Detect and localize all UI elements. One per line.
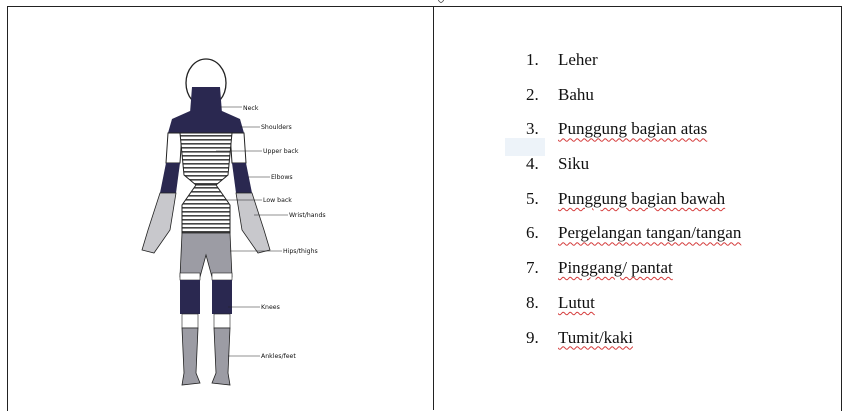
- table-divider: [433, 6, 434, 410]
- list-number: 4.: [526, 150, 558, 178]
- list-text: Leher: [558, 50, 598, 69]
- label-ankles-feet: Ankles/feet: [261, 353, 296, 360]
- list-item: 4.Siku: [526, 150, 741, 185]
- list-item: 8.Lutut: [526, 289, 741, 324]
- right-shin: [214, 314, 230, 328]
- list-item: 6.Pergelangan tangan/tangan: [526, 219, 741, 254]
- list-item: 9.Tumit/kaki: [526, 324, 741, 359]
- label-shoulders: Shoulders: [261, 124, 292, 131]
- label-knees: Knees: [261, 304, 280, 311]
- label-low-back: Low back: [263, 197, 292, 204]
- label-elbows: Elbows: [271, 174, 293, 181]
- left-elbow-region: [160, 163, 180, 193]
- low-back-region: [182, 185, 230, 233]
- label-hips-thighs: Hips/thighs: [283, 248, 318, 255]
- label-upper-back: Upper back: [263, 148, 299, 155]
- list-text: Bahu: [558, 85, 594, 104]
- list-number: 9.: [526, 324, 558, 352]
- upper-back-region: [180, 133, 232, 185]
- right-knee-region: [212, 280, 232, 314]
- right-foot-region: [212, 328, 230, 385]
- left-knee-region: [180, 280, 200, 314]
- hips-thighs-region: [180, 233, 232, 277]
- right-upper-arm: [230, 133, 246, 163]
- right-elbow-region: [232, 163, 252, 193]
- list-text: Lutut: [558, 293, 595, 312]
- caret-mark: [438, 0, 444, 3]
- list-item: 5.Punggung bagian bawah: [526, 185, 741, 220]
- left-foot-region: [182, 328, 200, 385]
- list-number: 6.: [526, 219, 558, 247]
- list-number: 5.: [526, 185, 558, 213]
- list-text: Pinggang/ pantat: [558, 258, 673, 277]
- list-item: 3.Punggung bagian atas: [526, 115, 741, 150]
- body-diagram: Neck Shoulders Upper back Elbows Low bac…: [112, 55, 347, 395]
- list-text: Tumit/kaki: [558, 328, 633, 347]
- list-number: 1.: [526, 46, 558, 74]
- label-neck: Neck: [243, 105, 259, 112]
- list-number: 8.: [526, 289, 558, 317]
- list-text: Siku: [558, 154, 589, 173]
- list-number: 3.: [526, 115, 558, 143]
- list-item: 2.Bahu: [526, 81, 741, 116]
- label-wrist-hands: Wrist/hands: [289, 212, 326, 219]
- shoulders-region: [168, 111, 244, 133]
- neck-region: [190, 87, 222, 113]
- left-upper-arm: [166, 133, 182, 163]
- body-part-list: 1.Leher 2.Bahu 3.Punggung bagian atas 4.…: [526, 46, 741, 358]
- left-hand-region: [142, 193, 176, 253]
- list-number: 2.: [526, 81, 558, 109]
- list-number: 7.: [526, 254, 558, 282]
- left-shin: [182, 314, 198, 328]
- list-text: Pergelangan tangan/tangan: [558, 223, 741, 242]
- thigh-band-right: [212, 273, 232, 280]
- list-item: 7.Pinggang/ pantat: [526, 254, 741, 289]
- list-text: Punggung bagian bawah: [558, 189, 725, 208]
- thigh-band-left: [180, 273, 200, 280]
- list-text: Punggung bagian atas: [558, 119, 707, 138]
- list-item: 1.Leher: [526, 46, 741, 81]
